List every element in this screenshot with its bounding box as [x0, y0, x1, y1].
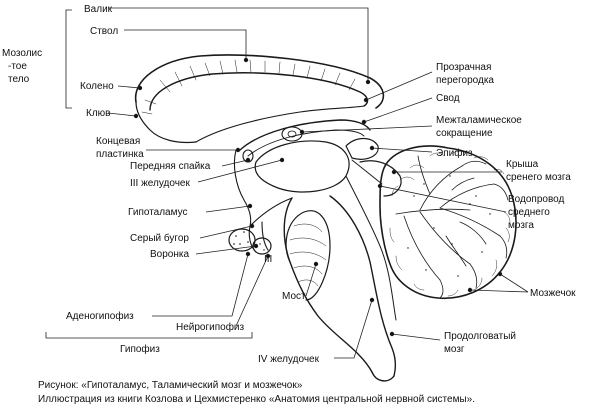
label-mozzhechok: Мозжечок — [530, 288, 576, 299]
tectum — [359, 160, 402, 197]
leader-valik — [108, 7, 369, 82]
label-vodoprovod-1: Водопровод — [508, 194, 564, 205]
label-gipofiz: Гипофиз — [120, 343, 160, 355]
leader-iv-zheludochek — [334, 299, 373, 359]
fornix — [239, 119, 371, 151]
aqueduct — [351, 159, 383, 185]
cerebellum-stipple — [407, 175, 491, 277]
leader-koleno — [117, 85, 141, 89]
label-seryi-bugor: Серый бугор — [130, 232, 189, 244]
brain-drawing — [134, 54, 517, 382]
caption-line-1: Рисунок: «Гипоталамус, Таламический мозг… — [38, 380, 303, 391]
label-mozolistoe-3: тело — [8, 74, 30, 85]
label-most: Мост — [282, 291, 306, 302]
leader-neirogipofiz — [235, 255, 269, 327]
label-prozrachnaya-1: Прозрачная — [436, 62, 491, 73]
label-prodolgovatyi-2: мозг — [444, 344, 465, 355]
label-roman-three: III — [264, 254, 272, 265]
leader-prodolgovatyi — [391, 333, 441, 341]
label-prodolgovatyi-1: Продолговатый — [444, 331, 516, 342]
leader-gipotalamus — [205, 205, 251, 213]
pons-striations — [289, 223, 327, 287]
label-neirogipofiz: Нейрогипофиз — [176, 321, 245, 333]
label-prozrachnaya-2: перегородка — [436, 75, 494, 86]
labels: Валик Ствол Мозолис -тое тело Колено Клю… — [2, 4, 576, 365]
label-koleno: Колено — [80, 81, 114, 92]
callosum-hatching — [141, 59, 356, 115]
label-mozolistoe-1: Мозолис — [2, 48, 42, 59]
brainstem-anterior — [283, 197, 373, 373]
leader-klyuv — [107, 112, 137, 117]
label-epifiz: Эпифиз — [436, 147, 473, 159]
label-koncevaya-1: Концевая — [96, 136, 140, 147]
leader-voronka — [195, 245, 257, 255]
pons — [285, 210, 331, 301]
label-iii-zheludochek: III желудочек — [130, 178, 190, 189]
pituitary-stipple — [233, 231, 265, 251]
leader-mezhtalam — [301, 125, 433, 133]
corpus-callosum-underside — [135, 101, 197, 144]
label-mezhtalam-1: Межталамическое — [436, 115, 522, 126]
leader-seryi-bugor — [199, 225, 253, 239]
label-mozolistoe-2: -тое — [8, 61, 27, 72]
brainstem-posterior — [329, 195, 397, 377]
label-perednyaya-spayka: Передняя спайка — [130, 161, 211, 172]
leader-svod — [363, 97, 433, 123]
fourth-ventricle — [345, 175, 397, 321]
leader-mozzhechok — [469, 273, 529, 293]
arbor-vitae — [395, 155, 509, 299]
lamina-terminalis — [233, 149, 252, 227]
leader-prozrachnaya — [365, 71, 433, 101]
leader-lines — [45, 7, 529, 359]
label-voronka: Воронка — [150, 249, 189, 260]
label-valik: Валик — [84, 4, 113, 15]
corpus-callosum-inner — [149, 72, 369, 111]
pineal-body — [345, 137, 379, 160]
label-koncevaya-2: пластинка — [96, 149, 144, 160]
thalamus-outline — [254, 140, 350, 193]
leader-most — [305, 263, 317, 297]
leader-stvol — [124, 29, 247, 60]
caption-line-2: Иллюстрация из книги Козлова и Цехмистер… — [38, 394, 475, 405]
bracket-gipofiz — [45, 332, 253, 339]
cerebellum-outline — [379, 145, 517, 300]
label-svod: Свод — [436, 93, 460, 104]
leader-vodoprovod — [379, 185, 507, 213]
leader-perednyaya — [221, 159, 249, 167]
bracket-corpus-callosum — [65, 9, 72, 109]
interthalamic-adhesion — [281, 126, 303, 142]
medulla-tip — [371, 371, 395, 382]
fornix-inner — [247, 129, 365, 157]
leader-iii-zheludochek — [197, 159, 283, 183]
label-mezhtalam-2: сокращение — [436, 128, 493, 139]
leader-epifiz — [371, 147, 433, 153]
label-iv-zheludochek: IV желудочек — [258, 354, 320, 365]
cerebellum-folia — [389, 150, 511, 297]
label-klyuv: Клюв — [86, 108, 110, 119]
label-gipotalamus: Гипоталамус — [128, 207, 188, 218]
label-stvol: Ствол — [90, 26, 118, 37]
leader-adenogipofiz — [152, 253, 249, 317]
label-krysha-1: Крыша — [506, 159, 539, 170]
caption: Рисунок: «Гипоталамус, Таламический мозг… — [38, 380, 475, 405]
label-vodoprovod-3: мозга — [508, 220, 534, 231]
label-vodoprovod-2: среднего — [508, 207, 550, 218]
label-krysha-2: сренего мозга — [506, 172, 571, 183]
hypothalamus-floor — [249, 197, 293, 227]
interthalamic-adhesion-core — [287, 130, 297, 138]
label-adenogipofiz: Аденогипофиз — [66, 310, 134, 322]
septum-outline — [195, 105, 365, 143]
corpus-callosum-outer — [134, 54, 385, 109]
adenohypophysis — [228, 228, 256, 252]
